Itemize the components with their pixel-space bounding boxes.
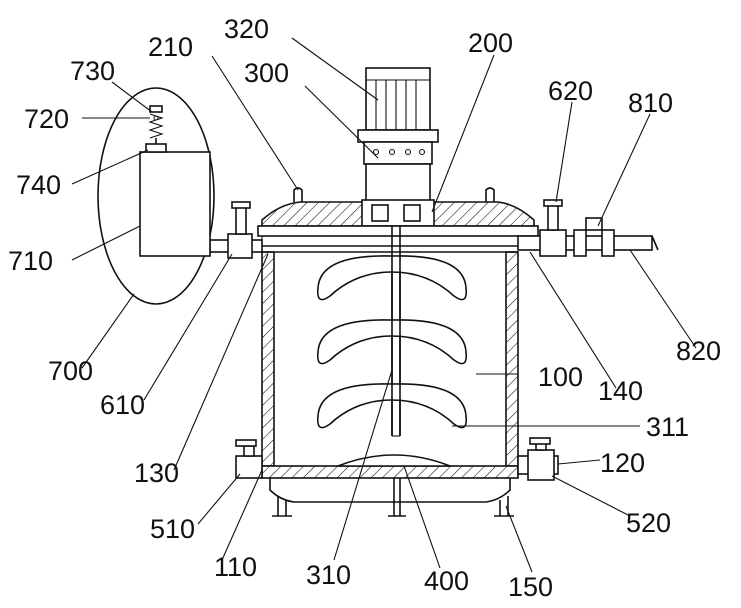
label-320: 320 [224,14,269,44]
label-300: 300 [244,58,289,88]
label-820: 820 [676,336,721,366]
label-110: 110 [214,552,257,582]
label-510: 510 [150,514,195,544]
auxiliary-tank [98,88,214,304]
label-140: 140 [598,376,643,406]
label-311: 311 [646,412,689,442]
label-620: 620 [548,76,593,106]
stirring-blades [318,256,467,436]
reference-labels: 320 200 210 730 300 620 810 720 740 710 … [8,14,721,602]
tank-bottom [270,478,514,516]
label-710: 710 [8,246,53,276]
label-120: 120 [600,448,645,478]
label-810: 810 [628,88,673,118]
right-outlet-pipe [518,200,658,256]
bottom-plate [338,455,450,466]
motor-mount [366,164,430,204]
label-700: 700 [48,356,93,386]
label-740: 740 [16,170,61,200]
label-130: 130 [134,458,179,488]
left-inlet-pipe [210,202,262,258]
label-520: 520 [626,508,671,538]
label-310: 310 [306,560,351,590]
label-730: 730 [70,56,115,86]
label-150: 150 [508,572,553,602]
tank-body [262,252,518,478]
label-400: 400 [424,566,469,596]
label-210: 210 [148,32,193,62]
label-610: 610 [100,390,145,420]
bottom-left-valve [236,440,262,478]
bottom-right-valve [518,438,558,480]
label-200: 200 [468,28,513,58]
label-720: 720 [24,104,69,134]
label-100: 100 [538,362,583,392]
